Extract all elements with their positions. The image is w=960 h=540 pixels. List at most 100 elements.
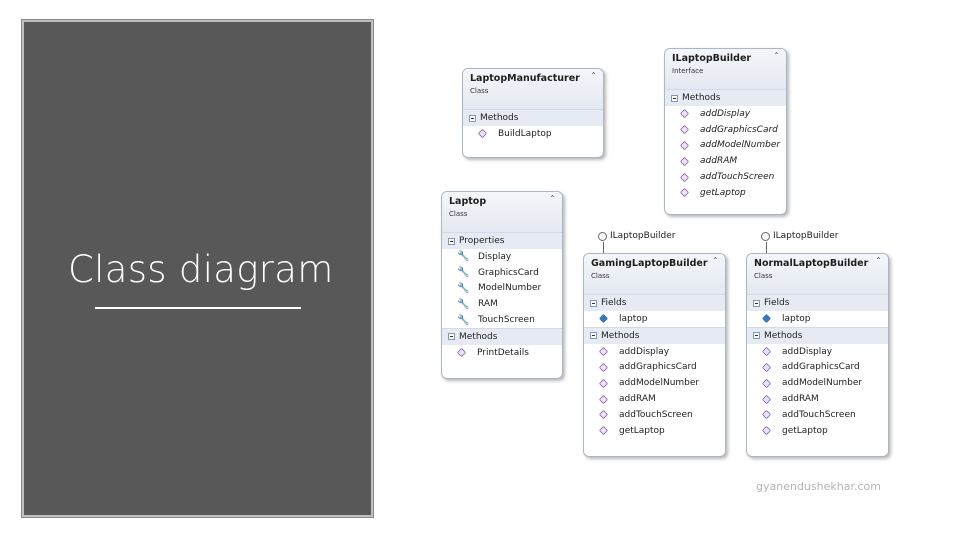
class-name: ILaptopBuilder [672,53,752,64]
method-icon [598,394,609,404]
member-row: laptop [584,311,725,327]
lollipop-stem [603,242,604,253]
section-header-fields[interactable]: Fields [584,294,725,311]
collapse-minus-icon[interactable] [448,333,455,341]
member-row: addGraphicsCard [665,122,786,138]
class-box-gaming-laptop-builder[interactable]: GamingLaptopBuilder Class ˆ Fields lapto… [583,253,726,457]
method-icon [598,410,609,420]
class-name: Laptop [449,196,487,207]
collapse-minus-icon[interactable] [671,94,678,102]
collapse-minus-icon[interactable] [753,299,760,307]
member-name: addRAM [700,156,738,167]
section-header-methods[interactable]: Methods [665,89,786,106]
method-icon [598,362,609,373]
member-name: laptop [619,313,648,324]
member-name: addRAM [619,394,656,405]
method-icon [761,362,772,373]
member-row: addRAM [747,391,888,407]
wrench-icon: 🔧 [457,298,470,310]
wrench-icon: 🔧 [457,251,470,263]
section-label: Fields [601,298,627,308]
watermark: gyanendushekhar.com [756,480,881,493]
collapse-minus-icon[interactable] [448,237,455,245]
member-name: addModelNumber [782,378,863,389]
member-name: BuildLaptop [498,128,552,139]
section-label: Methods [764,330,803,341]
member-row: addRAM [584,391,725,407]
field-icon [761,314,772,324]
collapse-minus-icon[interactable] [753,332,760,340]
section-header-methods[interactable]: Methods [463,109,603,126]
section-header-fields[interactable]: Fields [747,294,888,311]
chevron-up-icon[interactable]: ˆ [550,195,555,206]
method-icon [679,172,690,182]
class-header: Laptop Class ˆ [442,192,562,232]
method-icon [679,125,690,135]
class-box-laptop[interactable]: Laptop Class ˆ Properties 🔧Display 🔧Grap… [441,191,563,379]
method-icon [477,129,488,139]
member-row: addDisplay [584,344,725,360]
chevron-up-icon[interactable]: ˆ [774,52,779,63]
section-header-methods[interactable]: Methods [584,326,725,344]
class-name: GamingLaptopBuilder [591,258,708,269]
class-header: GamingLaptopBuilder Class ˆ [584,254,725,294]
member-row: addDisplay [747,344,888,360]
member-row: getLaptop [747,423,888,439]
member-row: PrintDetails [442,345,562,361]
member-row: getLaptop [584,423,725,439]
chevron-up-icon[interactable]: ˆ [591,72,596,83]
section-label: Properties [459,236,505,246]
member-name: addModelNumber [619,378,700,389]
member-row: 🔧TouchScreen [442,312,562,328]
interface-lollipop-normal: ILaptopBuilder [761,231,838,241]
method-icon [679,188,690,198]
wrench-icon: 🔧 [457,314,470,326]
collapse-minus-icon[interactable] [469,114,476,122]
method-icon [679,109,690,119]
class-kind: Class [754,272,773,280]
method-icon [761,347,772,357]
chevron-up-icon[interactable]: ˆ [713,257,718,268]
member-row: 🔧GraphicsCard [442,265,562,281]
section-header-methods[interactable]: Methods [442,327,562,345]
member-name: addGraphicsCard [782,362,860,373]
section-header-methods[interactable]: Methods [747,326,888,344]
member-name: addDisplay [619,346,670,357]
member-name: getLaptop [700,187,746,198]
method-icon [456,348,467,358]
member-row: addGraphicsCard [747,360,888,376]
member-name: addGraphicsCard [700,124,778,135]
class-box-laptop-manufacturer[interactable]: LaptopManufacturer Class ˆ Methods Build… [462,68,604,158]
interface-box-ilaptop-builder[interactable]: ILaptopBuilder Interface ˆ Methods addDi… [664,48,787,215]
member-row: 🔧RAM [442,296,562,312]
member-row: addModelNumber [584,375,725,391]
section-header-properties[interactable]: Properties [442,232,562,249]
wrench-icon: 🔧 [457,267,470,279]
class-kind: Class [449,210,468,218]
member-name: addModelNumber [700,140,781,151]
collapse-minus-icon[interactable] [590,332,597,340]
member-name: addDisplay [700,108,751,119]
class-name: LaptopManufacturer [470,73,580,84]
implements-label: ILaptopBuilder [773,231,839,241]
implements-label: ILaptopBuilder [610,231,676,241]
member-row: addTouchScreen [665,169,786,185]
member-row: addDisplay [665,106,786,122]
collapse-minus-icon[interactable] [590,299,597,307]
class-kind: Class [591,272,610,280]
class-kind: Interface [672,67,704,75]
class-kind: Class [470,87,489,95]
member-name: addDisplay [782,346,833,357]
section-label: Methods [480,113,519,123]
member-name: addRAM [782,394,819,405]
class-box-normal-laptop-builder[interactable]: NormalLaptopBuilder Class ˆ Fields lapto… [746,253,889,457]
wrench-icon: 🔧 [457,282,470,294]
interface-lollipop-gaming: ILaptopBuilder [598,231,675,241]
chevron-up-icon[interactable]: ˆ [876,257,881,268]
member-row: 🔧Display [442,249,562,265]
member-row: addModelNumber [665,138,786,154]
method-icon [679,140,690,151]
member-row: addTouchScreen [584,407,725,423]
slide-title: Class diagram [68,248,334,291]
class-header: LaptopManufacturer Class ˆ [463,69,603,109]
